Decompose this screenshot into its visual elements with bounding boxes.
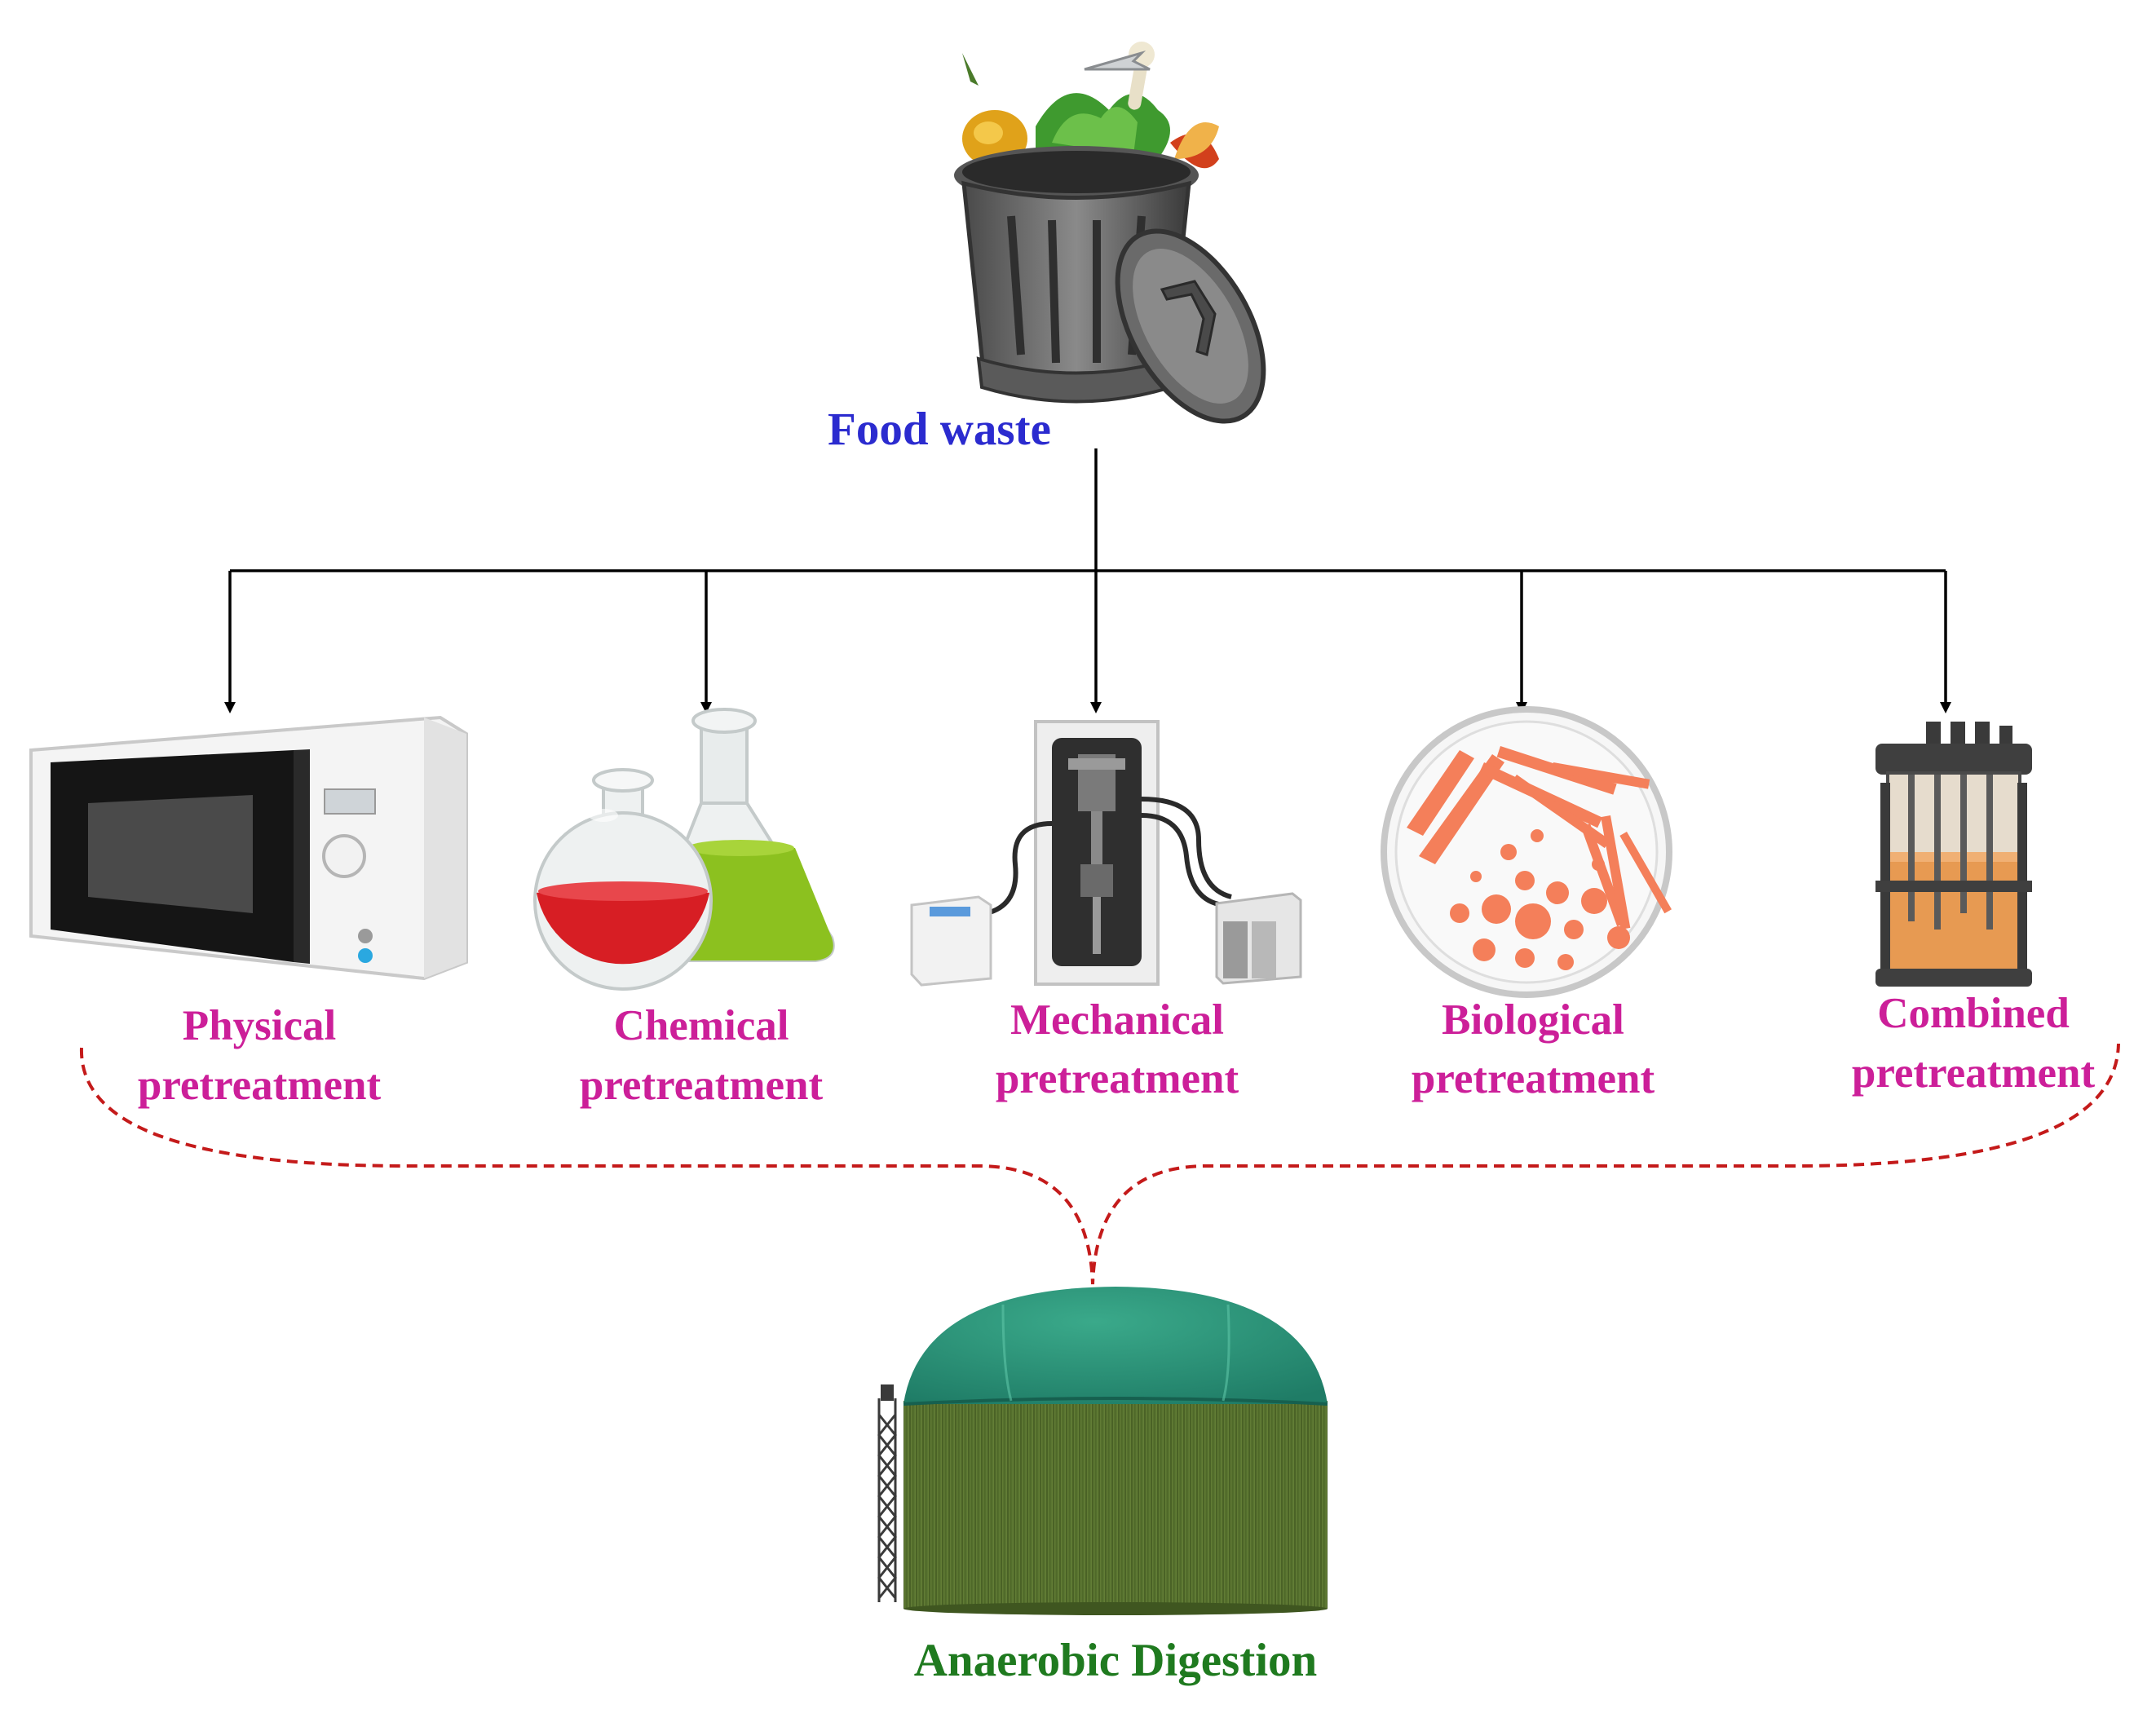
source-label: Food waste bbox=[828, 404, 1051, 455]
trash-can-icon bbox=[954, 42, 1266, 424]
flasks-icon bbox=[533, 708, 835, 991]
petri-dish-icon bbox=[1381, 706, 1672, 998]
pretreatment-labels: Physical pretreatment Chemical pretreatment… bbox=[138, 990, 2096, 1109]
dashed-brace bbox=[79, 1043, 2120, 1285]
pretreatment-sublabel-mechanical: pretreatment bbox=[996, 1055, 1239, 1102]
pretreatment-sublabel-combined: pretreatment bbox=[1852, 1049, 2096, 1097]
pretreatment-label-mechanical: Mechanical bbox=[1010, 996, 1224, 1044]
bioreactor-icon bbox=[1875, 722, 2032, 987]
pretreatment-label-combined: Combined bbox=[1877, 990, 2070, 1037]
digester-tank-icon bbox=[877, 1287, 1328, 1615]
pretreatment-sublabel-chemical: pretreatment bbox=[580, 1062, 824, 1109]
pretreatment-sublabel-physical: pretreatment bbox=[138, 1062, 382, 1109]
pretreatment-label-chemical: Chemical bbox=[614, 1002, 789, 1049]
connector-tree bbox=[224, 448, 1951, 713]
microwave-icon bbox=[29, 715, 468, 981]
mechanical-device-icon bbox=[910, 720, 1302, 987]
target-label: Anaerobic Digestion bbox=[914, 1635, 1318, 1686]
pretreatment-label-biological: Biological bbox=[1442, 996, 1624, 1044]
pretreatment-sublabel-biological: pretreatment bbox=[1412, 1055, 1655, 1102]
pretreatment-label-physical: Physical bbox=[183, 1002, 336, 1049]
